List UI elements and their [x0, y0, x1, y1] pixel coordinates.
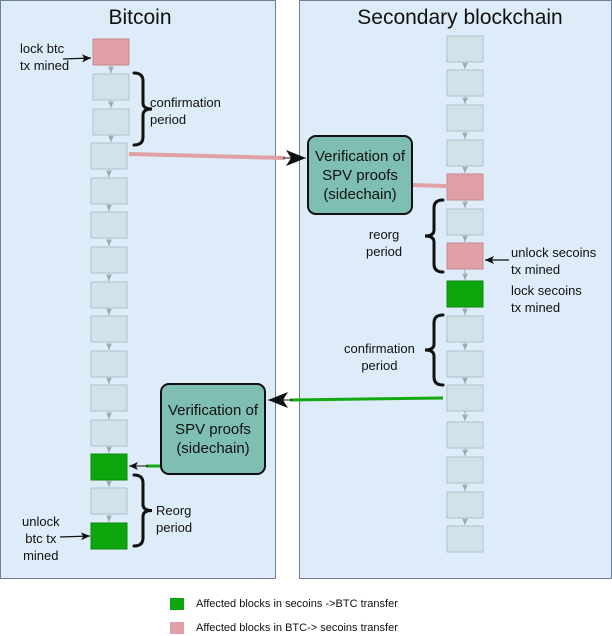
sec-confirmation-brace	[424, 313, 445, 387]
sec-block	[446, 104, 484, 132]
sec-block	[446, 139, 484, 167]
btc-block	[90, 419, 128, 447]
btc-block	[90, 487, 128, 515]
sec-block	[446, 384, 484, 412]
legend-swatch-pink	[170, 622, 184, 634]
btc-block	[90, 246, 128, 274]
sec-block	[446, 350, 484, 378]
btc-lock-label: lock btc tx mined	[20, 41, 70, 73]
btc-green-block	[90, 522, 128, 550]
btc-block	[90, 211, 128, 239]
pink-verify-line	[412, 183, 447, 188]
btc-block	[90, 142, 128, 170]
green-transfer-line	[289, 396, 444, 402]
sec-block	[446, 35, 484, 63]
sec-lock-label: lock secoins tx mined	[511, 283, 582, 315]
btc-pink-block	[92, 38, 130, 66]
btc-lock-pointer	[62, 54, 92, 63]
bitcoin-panel	[0, 0, 276, 579]
sec-block	[446, 491, 484, 519]
sec-confirmation-label: confirmation period	[344, 341, 415, 373]
btc-block	[92, 108, 130, 136]
btc-unlock-pointer	[59, 532, 91, 541]
sec-green-block	[446, 280, 484, 308]
btc-block	[90, 350, 128, 378]
sec-block	[446, 208, 484, 236]
sec-pink-block	[446, 242, 484, 270]
sec-unlock-label: unlock secoins tx mined	[511, 245, 597, 277]
sec-block	[446, 421, 484, 449]
legend-item-pink: Affected blocks in BTC-> secoins transfe…	[170, 622, 398, 634]
legend-swatch-green	[170, 598, 184, 610]
legend-label-green: Affected blocks in secoins ->BTC transfe…	[196, 598, 398, 610]
pink-transfer-line	[128, 152, 286, 160]
btc-block	[90, 281, 128, 309]
sec-block	[446, 315, 484, 343]
legend-item-green: Affected blocks in secoins ->BTC transfe…	[170, 598, 398, 610]
btc-reorg-brace	[132, 473, 153, 548]
secondary-title: Secondary blockchain	[357, 6, 563, 29]
sec-reorg-brace	[424, 198, 445, 274]
verify-box-secondary: Verification of SPV proofs (sidechain)	[307, 135, 413, 215]
legend-label-pink: Affected blocks in BTC-> secoins transfe…	[196, 622, 398, 634]
btc-block	[90, 177, 128, 205]
sec-reorg-label: reorg period	[366, 227, 403, 259]
sec-block	[446, 69, 484, 97]
btc-unlock-label: unlock btc tx mined	[22, 514, 60, 563]
btc-block	[90, 315, 128, 343]
sec-pink-block	[446, 173, 484, 201]
verify-box-bitcoin: Verification of SPV proofs (sidechain)	[160, 383, 266, 475]
btc-confirmation-brace	[132, 71, 153, 147]
sec-block	[446, 525, 484, 553]
btc-block	[90, 384, 128, 412]
bitcoin-title: Bitcoin	[108, 6, 172, 29]
sec-block	[446, 456, 484, 484]
btc-reorg-label: Reorg period	[156, 503, 193, 535]
btc-confirmation-label: confirmation period	[150, 95, 221, 127]
btc-block	[92, 73, 130, 101]
btc-green-block	[90, 453, 128, 481]
